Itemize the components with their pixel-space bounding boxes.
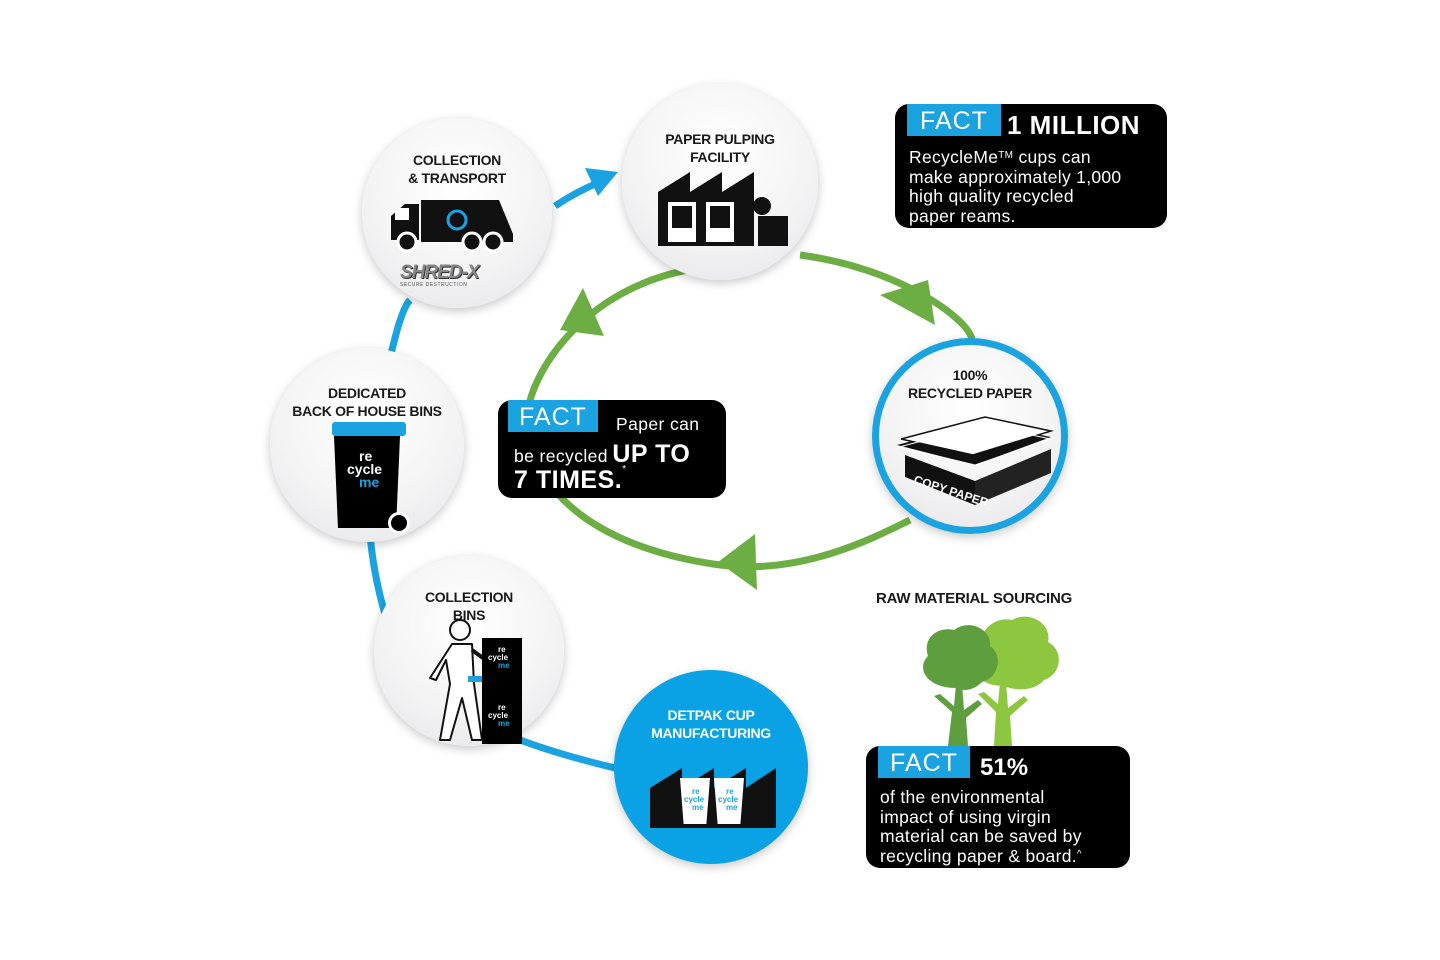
- bin-label: re: [359, 448, 373, 464]
- label-line: MANUFACTURING: [651, 725, 771, 741]
- label-line: BINS: [452, 607, 486, 623]
- label-line: FACILITY: [690, 149, 750, 165]
- wheelie-bin-icon: re cycle me: [332, 422, 410, 534]
- node-collection-transport: COLLECTION & TRANSPORT SHRED-X SECURE DE…: [362, 118, 552, 308]
- fact-body: of the environmental impact of using vir…: [880, 787, 1082, 866]
- fact-line: paper reams.: [909, 205, 1016, 226]
- node-label: DETPAK CUP MANUFACTURING: [614, 706, 808, 742]
- node-recycled-paper: 100% RECYCLED PAPER COPY PAPER: [872, 338, 1068, 534]
- bin-label: me: [498, 719, 510, 728]
- fact-line: impact of using virgin: [880, 806, 1051, 827]
- bin-label: re: [498, 645, 506, 654]
- node-label: 100% RECYCLED PAPER: [879, 366, 1061, 402]
- fact-line: of the environmental: [880, 787, 1045, 807]
- fact-headline: 51%: [980, 754, 1029, 781]
- paper-ream-icon: COPY PAPER: [897, 416, 1054, 505]
- shred-x-logo-subtext: SECURE DESTRUCTION: [400, 282, 468, 288]
- cup-label: re: [726, 787, 734, 796]
- factory-icon: [650, 768, 776, 828]
- fact-box-1-million: FACT 1 MILLION RecycleMeTM cups can make…: [895, 104, 1167, 228]
- fact-tag: FACT: [508, 400, 598, 432]
- label-line: PAPER PULPING: [665, 131, 775, 147]
- garbage-truck-icon: [391, 200, 513, 253]
- bin-label: me: [498, 661, 510, 670]
- shred-x-logo-text: SHRED-X: [400, 262, 480, 283]
- factory-icon: [658, 172, 788, 246]
- cup-label: cycle: [718, 795, 739, 804]
- fact-line: make approximately 1,000: [909, 166, 1122, 187]
- node-back-of-house-bins: DEDICATED BACK OF HOUSE BINS re cycle me: [270, 348, 464, 542]
- cup-icon: re cycle me: [714, 778, 744, 824]
- fact-line: be recycled UP TO: [514, 440, 691, 468]
- node-label: COLLECTION BINS: [374, 588, 564, 624]
- fact-body: RecycleMeTM cups can make approximately …: [909, 147, 1122, 226]
- green-arrowhead-right: [880, 280, 935, 325]
- shred-x-logo: SHRED-X SECURE DESTRUCTION: [400, 262, 510, 294]
- tree-icon: [923, 616, 1059, 746]
- green-arrowhead-left: [560, 288, 604, 336]
- label-line: DETPAK CUP: [667, 707, 755, 723]
- recycling-station-icon: re cycle me re cycle me: [468, 638, 522, 744]
- node-collection-bins: COLLECTION BINS re cycle me re cycle me: [374, 556, 564, 746]
- cup-label: cycle: [684, 795, 705, 804]
- node-label: DEDICATED BACK OF HOUSE BINS: [270, 384, 464, 420]
- bin-label: me: [359, 474, 380, 490]
- label-line: BACK OF HOUSE BINS: [292, 403, 442, 419]
- fact-tag: FACT: [878, 746, 970, 778]
- cup-label: me: [692, 803, 704, 812]
- bin-label: cycle: [488, 653, 509, 662]
- cup-label: re: [692, 787, 700, 796]
- green-arrowhead-bottom: [718, 534, 757, 590]
- label-line: COLLECTION: [425, 589, 513, 605]
- label-line: RECYCLED PAPER: [908, 385, 1032, 401]
- cup-label: me: [726, 803, 738, 812]
- label-line: COLLECTION: [413, 152, 501, 168]
- fact-line: Paper can: [616, 414, 700, 434]
- bin-label: cycle: [488, 711, 509, 720]
- node-label: PAPER PULPING FACILITY: [622, 130, 818, 166]
- label-line: & TRANSPORT: [408, 170, 506, 186]
- fact-line: RecycleMeTM cups can: [909, 147, 1091, 167]
- fact-tag: FACT: [907, 104, 1001, 136]
- fact-headline: 1 MILLION: [1007, 110, 1141, 140]
- fact-line: recycling paper & board.^: [880, 845, 1082, 866]
- fact-box-51-percent: FACT 51% of the environmental impact of …: [866, 746, 1130, 868]
- fact-line: high quality recycled: [909, 186, 1074, 206]
- bin-label: cycle: [347, 461, 383, 477]
- raw-material-title: RAW MATERIAL SOURCING: [876, 590, 1073, 607]
- fact-line: 7 TIMES.*: [514, 464, 627, 494]
- fact-box-7-times: FACT Paper can be recycled UP TO 7 TIMES…: [498, 400, 726, 498]
- label-line: 100%: [952, 367, 988, 383]
- node-label: COLLECTION & TRANSPORT: [362, 151, 552, 187]
- blue-arrowhead: [585, 168, 618, 196]
- node-paper-pulping: PAPER PULPING FACILITY: [622, 84, 818, 280]
- bin-label: re: [498, 703, 506, 712]
- node-detpak-cup: DETPAK CUP MANUFACTURING re cycle me re …: [614, 670, 808, 864]
- cup-icon: re cycle me: [680, 778, 710, 824]
- fact-line: material can be saved by: [880, 826, 1082, 846]
- label-line: DEDICATED: [328, 385, 406, 401]
